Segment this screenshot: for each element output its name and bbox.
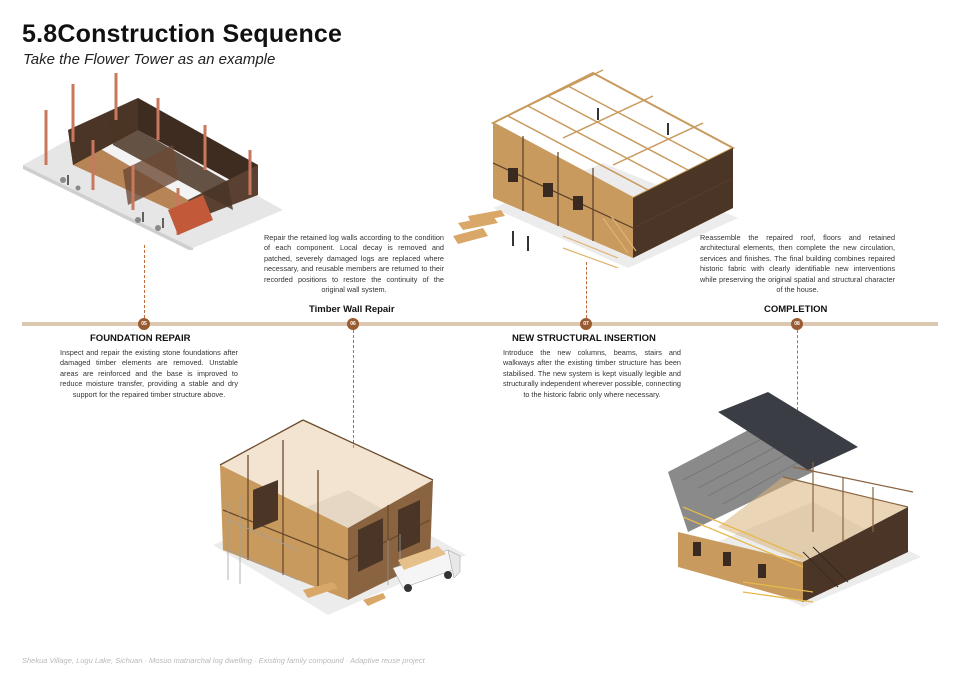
foundation-repair-illustration bbox=[23, 73, 283, 250]
stem-07 bbox=[586, 262, 587, 318]
step-description-structural: Introduce the new columns, beams, stairs… bbox=[503, 348, 681, 399]
page-subtitle: Take the Flower Tower as an example bbox=[23, 51, 276, 68]
step-heading-foundation: FOUNDATION REPAIR bbox=[90, 333, 191, 344]
stem-05 bbox=[144, 245, 145, 318]
step-number-08: 08 bbox=[791, 318, 803, 330]
step-description-timber-wall: Repair the retained log walls according … bbox=[264, 233, 444, 295]
timber-wall-repair-illustration bbox=[213, 419, 466, 615]
step-description-foundation: Inspect and repair the existing stone fo… bbox=[60, 348, 238, 399]
step-number-07: 07 bbox=[580, 318, 592, 330]
stem-06 bbox=[353, 330, 354, 448]
completion-illustration bbox=[668, 392, 921, 607]
page-title: 5.8Construction Sequence bbox=[22, 20, 343, 48]
timeline-bar bbox=[22, 322, 938, 326]
step-number-06: 06 bbox=[347, 318, 359, 330]
step-heading-timber-wall: Timber Wall Repair bbox=[309, 304, 395, 315]
step-description-completion: Reassemble the repaired roof, floors and… bbox=[700, 233, 895, 295]
step-heading-completion: COMPLETION bbox=[764, 304, 828, 315]
step-heading-structural: NEW STRUCTURAL INSERTION bbox=[512, 333, 656, 344]
structural-insertion-illustration bbox=[453, 69, 738, 268]
stem-08 bbox=[797, 330, 798, 410]
step-number-05: 05 bbox=[138, 318, 150, 330]
page-footer: Shekua Village, Lugu Lake, Sichuan · Mos… bbox=[22, 656, 425, 665]
